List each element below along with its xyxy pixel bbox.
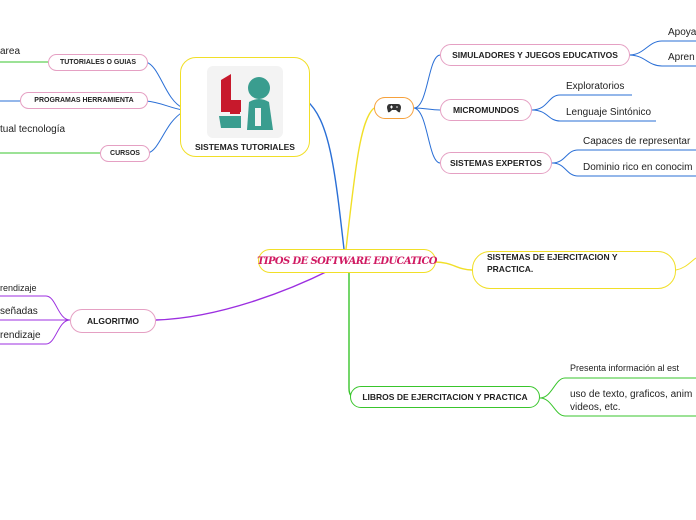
sistemas-ejercitacion-label-1: SISTEMAS DE EJERCITACION Y	[487, 252, 618, 262]
cursos-leaf: tual tecnología	[0, 124, 66, 135]
cursos-node[interactable]: CURSOS	[100, 145, 150, 162]
micromundos-leaf-1: Exploratorios	[566, 81, 625, 92]
algoritmo-node[interactable]: ALGORITMO	[70, 309, 156, 333]
algoritmo-leaf-3: rendizaje	[0, 330, 41, 341]
algoritmo-label: ALGORITMO	[87, 316, 139, 326]
programas-herramienta-node[interactable]: PROGRAMAS HERRAMIENTA	[20, 92, 148, 109]
center-title: TIPOS DE SOFTWARE EDUCATICO	[257, 255, 437, 267]
sistemas-expertos-label: SISTEMAS EXPERTOS	[450, 158, 542, 168]
sistemas-ejercitacion-label-2: PRACTICA.	[487, 264, 534, 274]
libros-ejercitacion-node[interactable]: LIBROS DE EJERCITACION Y PRACTICA	[350, 386, 540, 408]
algoritmo-leaf-1: rendizaje	[0, 283, 37, 293]
libros-leaf-2b: videos, etc.	[570, 402, 621, 413]
sistemas-expertos-leaf-1: Capaces de representar	[583, 136, 691, 147]
micromundos-node[interactable]: MICROMUNDOS	[440, 99, 532, 121]
simuladores-leaf-1: Apoya	[668, 27, 696, 38]
libros-leaf-2a: uso de texto, graficos, anim	[570, 389, 693, 400]
cursos-label: CURSOS	[110, 150, 140, 157]
simuladores-leaf-2: Apren	[668, 52, 695, 63]
simuladores-node[interactable]: SIMULADORES Y JUEGOS EDUCATIVOS	[440, 44, 630, 66]
libros-leaf-1: Presenta información al est	[570, 363, 680, 373]
sistemas-ejercitacion-node[interactable]: SISTEMAS DE EJERCITACION Y PRACTICA.	[472, 251, 676, 289]
sistemas-tutoriales-title: SISTEMAS TUTORIALES	[195, 142, 295, 152]
videojuegos-node[interactable]	[374, 97, 414, 119]
software-logo-icon	[207, 66, 283, 138]
algoritmo-leaf-2: señadas	[0, 306, 38, 317]
sistemas-expertos-node[interactable]: SISTEMAS EXPERTOS	[440, 152, 552, 174]
tutoriales-guias-node[interactable]: TUTORIALES O GUIAS	[48, 54, 148, 71]
tutoriales-guias-label: TUTORIALES O GUIAS	[59, 59, 137, 66]
simuladores-label: SIMULADORES Y JUEGOS EDUCATIVOS	[452, 50, 618, 60]
tutoriales-guias-leaf: area	[0, 46, 21, 57]
micromundos-leaf-2: Lenguaje Sintónico	[566, 107, 652, 118]
programas-herramienta-label: PROGRAMAS HERRAMIENTA	[34, 97, 134, 104]
gamepad-icon	[387, 104, 401, 113]
sistemas-expertos-leaf-2: Dominio rico en conocim	[583, 162, 693, 173]
micromundos-label: MICROMUNDOS	[452, 105, 520, 115]
center-topic[interactable]: TIPOS DE SOFTWARE EDUCATICO	[257, 249, 438, 273]
sistemas-tutoriales-node[interactable]: SISTEMAS TUTORIALES	[180, 57, 310, 157]
libros-ejercitacion-label: LIBROS DE EJERCITACION Y PRACTICA	[362, 392, 528, 402]
